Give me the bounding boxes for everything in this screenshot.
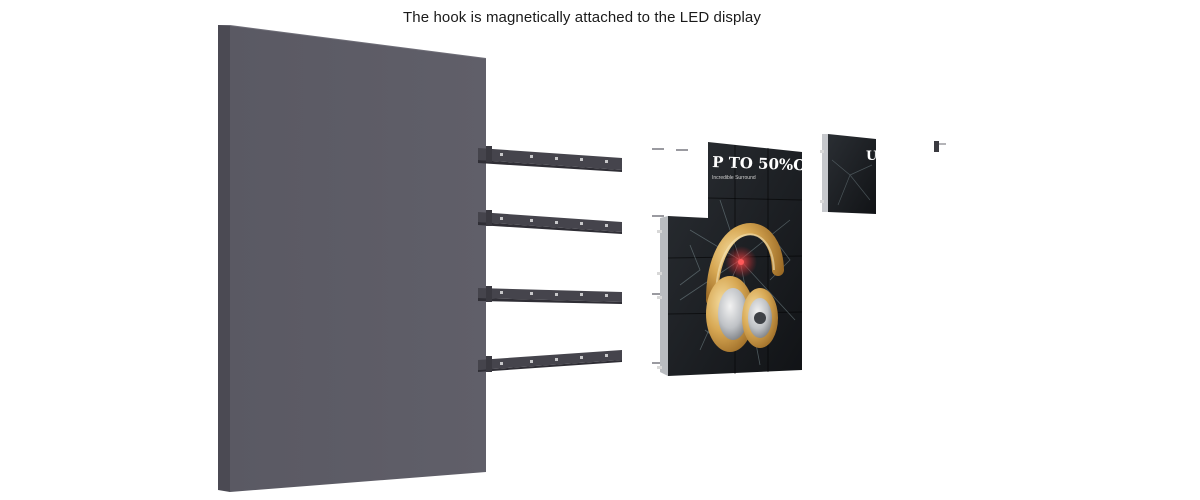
mounting-rail <box>478 146 622 172</box>
diagram-caption: The hook is magnetically attached to the… <box>403 9 761 26</box>
magnetic-hook-single <box>934 141 946 152</box>
led-display-panel: P TO 50%OFF Incredible Surround <box>657 142 828 376</box>
wall-block <box>218 25 486 492</box>
module-face <box>828 134 876 214</box>
panel-side-edge <box>660 216 668 376</box>
module-letter: U <box>866 149 878 164</box>
mounting-rail <box>478 286 622 304</box>
mounting-rail <box>478 350 622 372</box>
led-module-small: U <box>820 134 878 214</box>
headphones-graphic <box>706 223 784 352</box>
wall-front-face <box>230 26 486 492</box>
wall-side-face <box>218 25 230 492</box>
magnetic-hook <box>652 148 688 151</box>
mounting-rail <box>478 210 622 234</box>
promo-headline: P TO 50%OFF <box>712 153 828 175</box>
promo-subline: Incredible Surround <box>712 175 756 181</box>
